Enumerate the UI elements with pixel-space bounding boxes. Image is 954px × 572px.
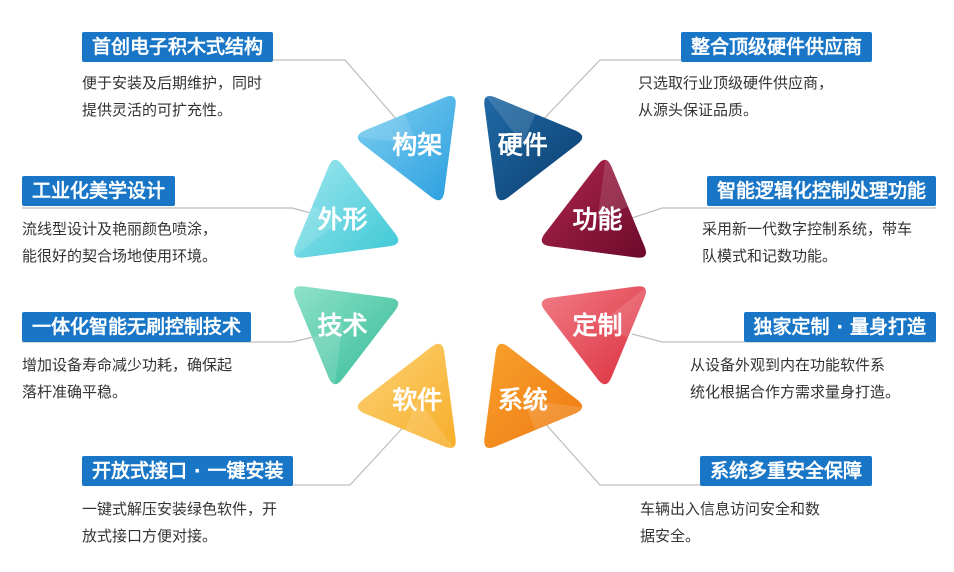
petal-label: 系统 xyxy=(498,386,548,415)
petal-shape xyxy=(357,343,456,449)
desc-line: 采用新一代数字控制系统，带车 xyxy=(702,220,913,238)
desc-line: 车辆出入信息访问安全和数 xyxy=(640,500,821,518)
desc-line: 便于安装及后期维护，同时 xyxy=(82,74,263,92)
feature-desc-right-2: 采用新一代数字控制系统，带车 队模式和记数功能。 xyxy=(702,216,912,270)
feature-title-right-4: 系统多重安全保障 xyxy=(699,456,872,486)
petal-facet xyxy=(404,399,458,452)
petal-facet xyxy=(290,206,343,260)
petal-facet xyxy=(482,92,536,145)
petal-4: 定制 xyxy=(541,284,650,385)
petal-label: 软件 xyxy=(392,386,442,415)
feature-desc-right-1: 只选取行业顶级硬件供应商， 从源头保证品质。 xyxy=(638,70,833,124)
desc-line: 落杆准确平稳。 xyxy=(22,383,128,401)
petal-facet xyxy=(351,114,418,145)
desc-line: 流线型设计及艳丽颜色喷涂， xyxy=(22,220,218,238)
feature-desc-right-3: 从设备外观到内在功能软件系 统化根据合作方需求量身打造。 xyxy=(690,352,900,406)
petal-facet xyxy=(597,153,628,220)
feature-title-right-1: 整合顶级硬件供应商 xyxy=(680,32,872,62)
desc-line: 能很好的契合场地使用环境。 xyxy=(22,247,218,265)
petal-6: 软件 xyxy=(357,343,458,452)
feature-title-left-1: 首创电子积木式结构 xyxy=(82,32,274,62)
desc-line: 只选取行业顶级硬件供应商， xyxy=(638,74,834,92)
petal-5: 系统 xyxy=(484,343,589,449)
feature-desc-left-3: 增加设备寿命减少功耗，确保起 落杆准确平稳。 xyxy=(22,352,232,406)
desc-line: 从源头保证品质。 xyxy=(638,101,759,119)
desc-line: 从设备外观到内在功能软件系 xyxy=(690,356,886,374)
feature-desc-right-4: 车辆出入信息访问安全和数 据安全。 xyxy=(640,496,820,550)
connector-left-3 xyxy=(22,335,319,343)
feature-title-right-2: 智能逻辑化控制处理功能 xyxy=(706,176,936,206)
desc-line: 队模式和记数功能。 xyxy=(702,247,838,265)
petal-facet xyxy=(597,284,650,338)
desc-line: 统化根据合作方需求量身打造。 xyxy=(690,383,901,401)
petal-shape xyxy=(484,343,583,449)
petal-label: 外形 xyxy=(317,205,367,234)
petal-label: 技术 xyxy=(317,311,367,340)
petal-facet xyxy=(522,399,589,430)
petal-3: 功能 xyxy=(541,153,647,258)
petal-label: 功能 xyxy=(572,205,622,234)
feature-title-left-3: 一体化智能无刷控制技术 xyxy=(22,312,252,342)
desc-line: 一键式解压安装绿色软件，开 xyxy=(82,500,278,518)
petal-label: 构架 xyxy=(392,131,442,160)
petal-shape xyxy=(293,159,399,258)
feature-desc-left-4: 一键式解压安装绿色软件，开 放式接口方便对接。 xyxy=(82,496,277,550)
desc-line: 提供灵活的可扩充性。 xyxy=(82,101,233,119)
connector-left-2 xyxy=(22,207,323,217)
petal-1: 构架 xyxy=(351,95,456,201)
petal-2: 硬件 xyxy=(482,92,583,201)
desc-line: 放式接口方便对接。 xyxy=(82,527,218,545)
connector-right-2 xyxy=(631,207,936,219)
feature-title-left-2: 工业化美学设计 xyxy=(22,176,176,206)
desc-line: 据安全。 xyxy=(640,527,701,545)
connector-right-3 xyxy=(631,333,936,343)
petal-facet xyxy=(312,324,343,391)
petal-label: 定制 xyxy=(572,311,622,340)
feature-desc-left-2: 流线型设计及艳丽颜色喷涂， 能很好的契合场地使用环境。 xyxy=(22,216,217,270)
petal-shape xyxy=(357,95,456,201)
petal-shape xyxy=(293,286,399,385)
petal-shape xyxy=(541,159,647,258)
petal-shape xyxy=(484,95,583,201)
petal-shape xyxy=(541,286,647,385)
feature-title-right-3: 独家定制 · 量身打造 xyxy=(743,312,936,342)
petal-8: 外形 xyxy=(290,159,399,260)
petal-label: 硬件 xyxy=(498,131,548,160)
petal-7: 技术 xyxy=(293,286,399,391)
desc-line: 增加设备寿命减少功耗，确保起 xyxy=(22,356,233,374)
feature-title-left-4: 开放式接口 · 一键安装 xyxy=(82,456,294,486)
feature-desc-left-1: 便于安装及后期维护，同时 提供灵活的可扩充性。 xyxy=(82,70,262,124)
